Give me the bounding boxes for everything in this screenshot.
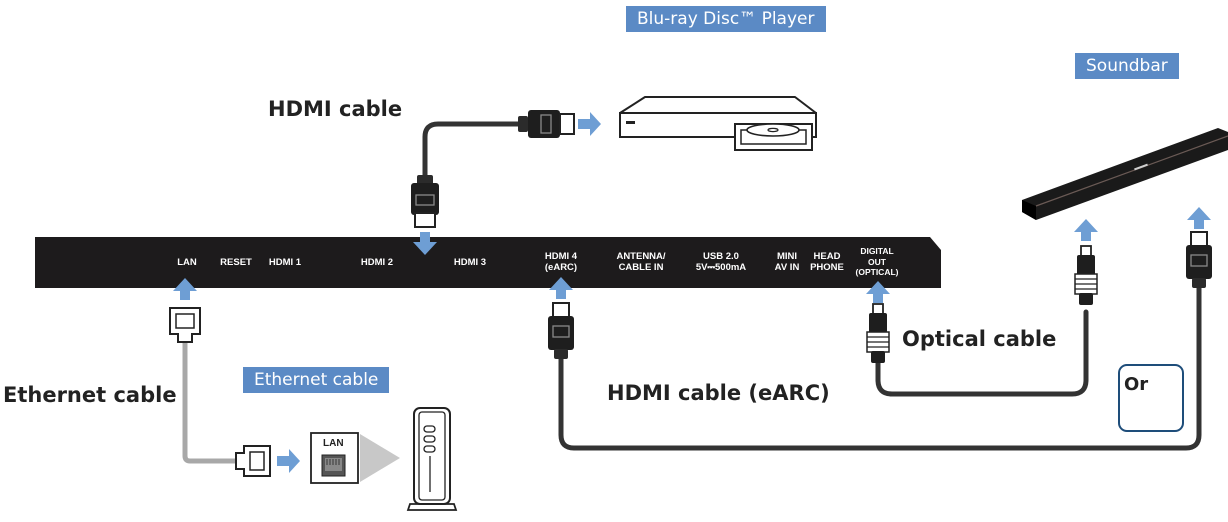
arrow-right-router [277, 449, 300, 473]
ethernet-connector-router [235, 445, 271, 477]
router-icon [406, 407, 458, 511]
router-zoom-wedge [360, 434, 400, 482]
or-box [1118, 364, 1184, 432]
hdmi-connector-tv-hdmi2 [411, 175, 439, 228]
router-lan-port-box [310, 432, 359, 484]
port-hdmi3: HDMI 3 [453, 257, 487, 268]
tv-back-panel [35, 237, 941, 288]
ethernet-connector-tv [169, 307, 201, 343]
port-mini-av: MINI AV IN [774, 251, 800, 273]
bluray-player-icon [619, 96, 817, 151]
arrow-down-hdmi2 [413, 232, 437, 255]
hdmi-connector-bluray [518, 110, 575, 138]
port-hdmi4-earc: HDMI 4 (eARC) [544, 251, 578, 273]
port-lan: LAN [177, 257, 197, 268]
ethernet-cable-label: Ethernet cable [3, 383, 177, 407]
arrow-up-soundbar-optical [1074, 219, 1098, 241]
port-headphone: HEAD PHONE [810, 251, 844, 273]
optical-connector-tv [866, 303, 890, 363]
or-text: Or [1124, 374, 1149, 395]
port-antenna: ANTENNA/ CABLE IN [616, 251, 666, 273]
port-reset: RESET [220, 257, 252, 268]
hdmi-cable-bluray-line [422, 121, 523, 183]
router-lan-label: LAN [323, 438, 344, 449]
port-hdmi2: HDMI 2 [360, 257, 394, 268]
arrow-up-soundbar-hdmi [1187, 207, 1211, 229]
hdmi-connector-soundbar [1186, 231, 1212, 288]
optical-cable-label: Optical cable [902, 327, 1057, 351]
soundbar-label: Soundbar [1075, 53, 1179, 79]
port-digital-out: DIGITAL OUT (OPTICAL) [855, 246, 899, 277]
optical-cable-line [875, 309, 1089, 397]
optical-connector-soundbar [1074, 245, 1098, 305]
soundbar-icon [1022, 128, 1228, 220]
ethernet-cable-line [182, 340, 238, 464]
hdmi-cable-label: HDMI cable [268, 97, 403, 121]
port-hdmi1: HDMI 1 [268, 257, 302, 268]
arrow-up-digital-out [866, 281, 890, 303]
arrow-up-lan [173, 278, 197, 300]
port-usb: USB 2.0 5V⎓500mA [695, 251, 747, 273]
hdmi-earc-cable-line [558, 282, 1202, 451]
ethernet-device-label: Ethernet cable [243, 367, 390, 393]
arrow-up-hdmi4 [549, 277, 573, 299]
arrow-right-bluray [578, 112, 601, 136]
hdmi-connector-tv-hdmi4 [548, 302, 574, 359]
hdmi-earc-cable-label: HDMI cable (eARC) [607, 381, 830, 405]
bluray-label: Blu-ray Disc™ Player [626, 6, 826, 32]
